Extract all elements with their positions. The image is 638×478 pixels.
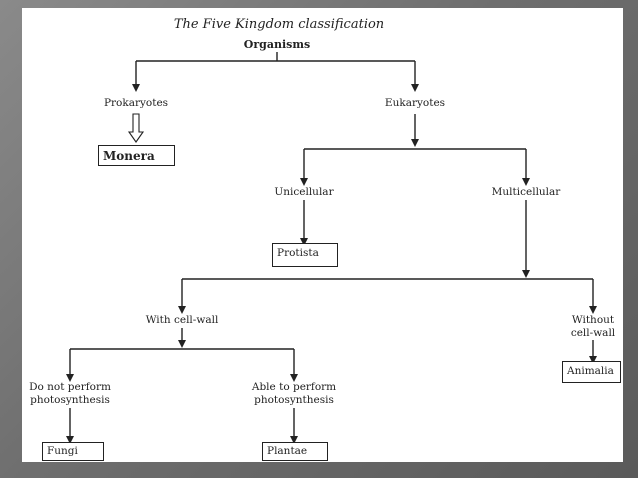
connector-lines xyxy=(66,52,597,444)
photosynthesis-line1: Able to perform xyxy=(251,381,337,393)
node-no-photosynthesis: Do not perform photosynthesis xyxy=(29,381,111,407)
node-organisms: Organisms xyxy=(243,38,311,51)
without-cell-wall-line2: cell-wall xyxy=(570,327,616,339)
node-fungi: Fungi xyxy=(42,442,104,461)
node-plantae: Plantae xyxy=(262,442,328,461)
node-animalia: Animalia xyxy=(562,361,621,383)
node-multicellular: Multicellular xyxy=(491,186,561,198)
node-eukaryotes: Eukaryotes xyxy=(384,97,446,109)
no-photosynthesis-line1: Do not perform xyxy=(29,381,111,393)
photosynthesis-line2: photosynthesis xyxy=(254,394,334,406)
no-photosynthesis-line2: photosynthesis xyxy=(30,394,110,406)
node-with-cell-wall: With cell-wall xyxy=(145,314,219,326)
node-prokaryotes: Prokaryotes xyxy=(103,97,169,109)
without-cell-wall-line1: Without xyxy=(571,314,615,326)
node-without-cell-wall: Without cell-wall xyxy=(571,314,615,340)
diagram-title: The Five Kingdom classification xyxy=(173,17,385,32)
node-unicellular: Unicellular xyxy=(274,186,334,198)
node-protista: Protista xyxy=(272,243,338,267)
node-monera: Monera xyxy=(98,145,175,166)
node-photosynthesis: Able to perform photosynthesis xyxy=(252,381,336,407)
slide: The Five Kingdom classification Organism… xyxy=(22,8,623,462)
hollow-arrow-icon xyxy=(127,113,145,143)
